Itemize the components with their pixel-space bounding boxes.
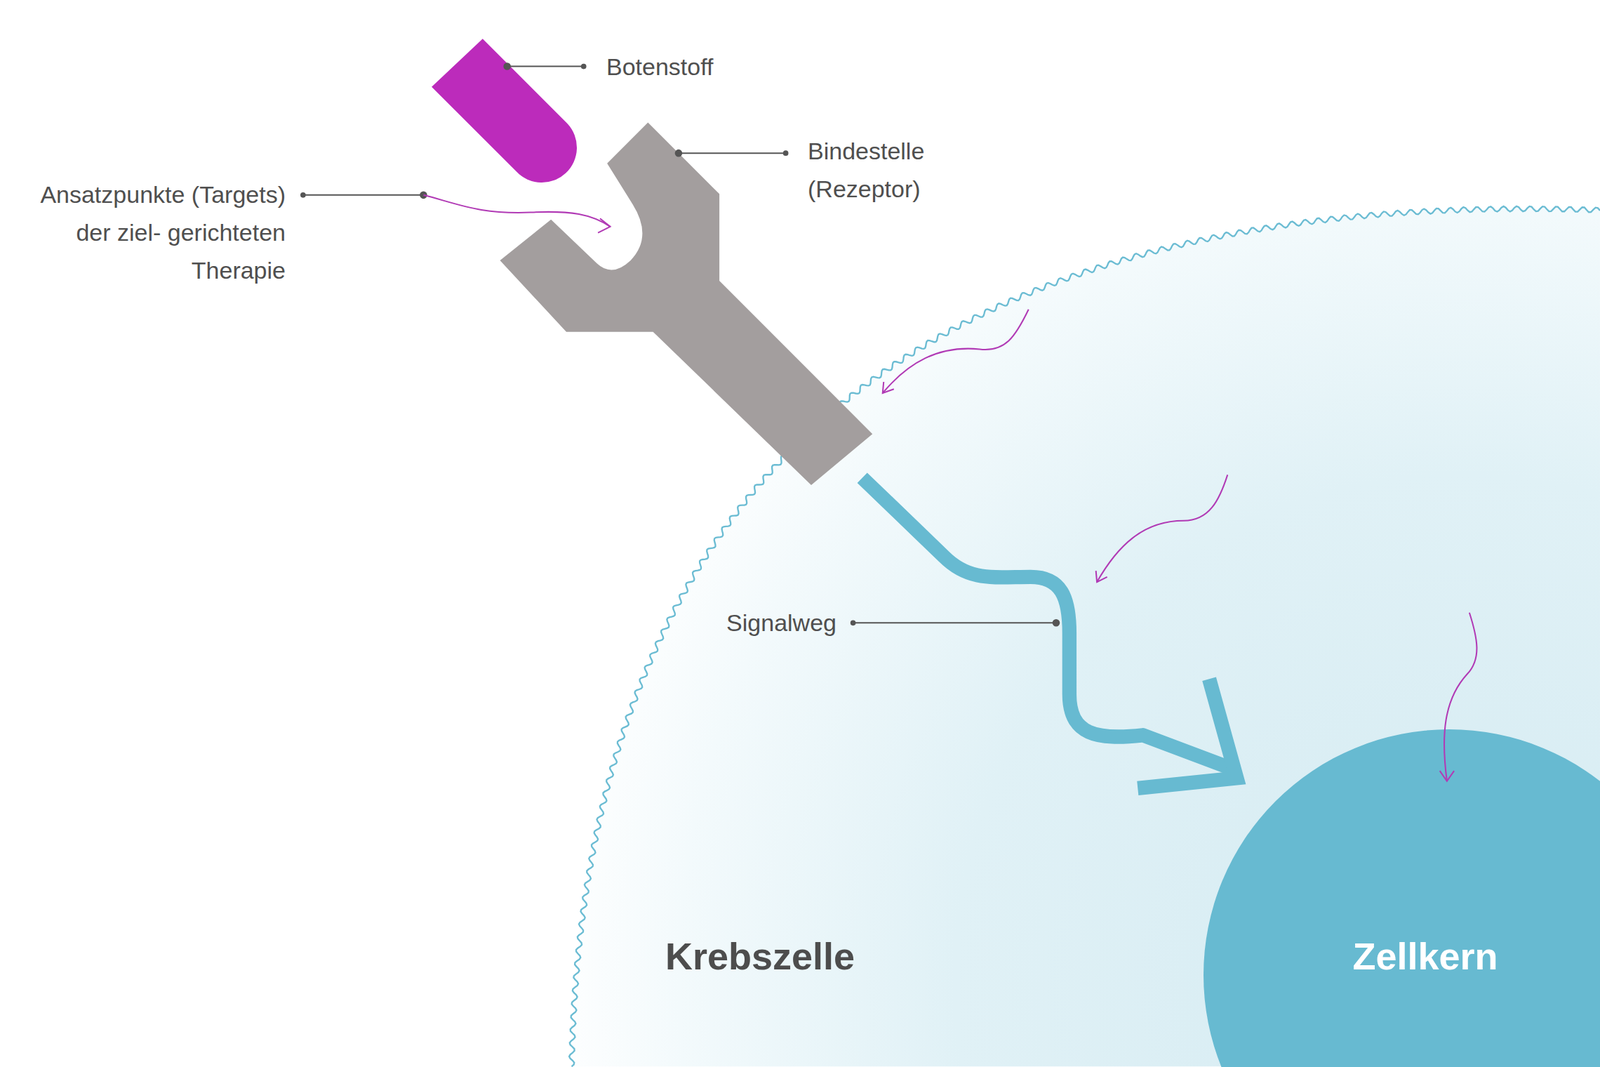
signal-pathway xyxy=(862,477,1238,789)
nucleus-fill xyxy=(1203,729,1600,1067)
receptor-label: Bindestelle (Rezeptor) xyxy=(807,131,925,208)
nucleus-outline xyxy=(1203,729,1600,1067)
target-label: Ansatzpunkte (Targets) der ziel- gericht… xyxy=(40,175,286,290)
leader-lines xyxy=(301,63,1059,626)
pathway-label: Signalweg xyxy=(726,603,837,642)
cell-label: Krebszelle xyxy=(665,934,855,978)
nucleus-label: Zellkern xyxy=(1352,934,1498,978)
nucleus-circle: Zellkern xyxy=(1203,729,1600,1067)
messenger xyxy=(431,38,577,183)
target-arrows xyxy=(423,195,1477,782)
messenger-label: Botenstoff xyxy=(606,47,714,86)
